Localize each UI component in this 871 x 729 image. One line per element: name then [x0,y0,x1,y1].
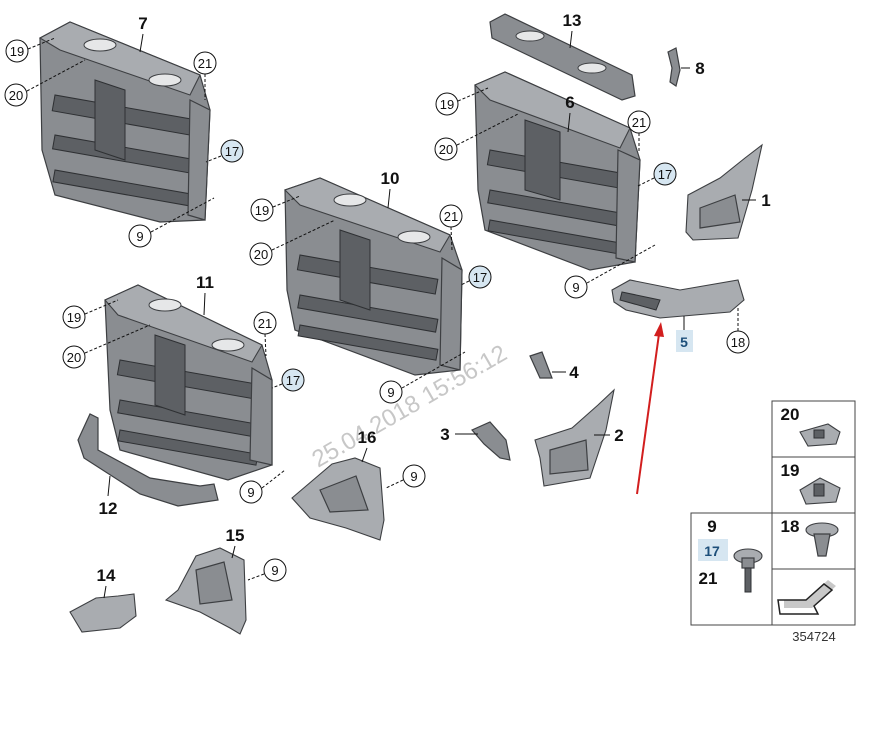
callout-20 [62,345,86,369]
callout-19 [250,198,274,222]
callout-19-text: 19 [10,44,24,59]
diagram-arrow-icon [777,580,836,615]
callout-9 [402,464,426,488]
assembly-10[interactable] [283,177,463,376]
callout-9-text: 9 [410,469,417,484]
part-2-label: 2 [614,426,623,445]
part-1[interactable] [685,143,763,241]
diagram-number: 354724 [792,629,835,644]
legend-17-highlight-box [698,539,728,561]
part-16[interactable] [291,457,385,541]
callout-9 [379,380,403,404]
callout-19 [62,305,86,329]
clip-nut-icon [799,423,841,447]
callout-20 [434,137,458,161]
callout-19-text: 19 [67,310,81,325]
callout-21-text: 21 [632,115,646,130]
callout-17-highlight [281,368,305,392]
red-arrow-indicator [636,322,664,495]
callout-20-text: 20 [254,247,268,262]
callout-17-text: 17 [473,270,487,285]
callout-21-text: 21 [258,316,272,331]
assembly-7-label: 7 [138,14,147,33]
callout-17-text: 17 [225,144,239,159]
part-8-label: 8 [695,59,704,78]
part-13-label: 13 [563,11,582,30]
part-5[interactable] [611,279,745,319]
callout-21-text: 21 [444,209,458,224]
callout-9 [239,480,263,504]
part-12[interactable] [77,413,219,507]
part-8[interactable] [667,47,681,87]
callout-9 [263,558,287,582]
callout-18-text: 18 [731,335,745,350]
part-4-label: 4 [569,363,579,382]
part-16-label: 16 [358,428,377,447]
part-14[interactable] [69,593,137,633]
assembly-6-label: 6 [565,93,574,112]
part-4[interactable] [529,351,553,379]
part-3-label: 3 [440,425,449,444]
callout-20-text: 20 [439,142,453,157]
callout-17-text: 17 [658,167,672,182]
part-15-label: 15 [226,526,245,545]
part-14-label: 14 [97,566,116,585]
callout-9-text: 9 [572,280,579,295]
fastener-legend-table: 20 19 9 17 21 18 [690,400,856,626]
part-13[interactable] [489,13,636,101]
legend-9-label: 9 [707,517,716,536]
legend-21-label: 21 [699,569,718,588]
assembly-11[interactable] [104,284,273,481]
assembly-7[interactable] [38,21,211,223]
callout-17-text: 17 [286,373,300,388]
callout-21-text: 21 [198,56,212,71]
screw-icon [733,548,763,593]
legend-20-label: 20 [781,405,800,424]
callout-19-text: 19 [255,203,269,218]
callout-9-text: 9 [247,485,254,500]
callout-9 [564,275,588,299]
part-12-label: 12 [99,499,118,518]
part-5-highlight-box [676,330,693,352]
callout-9-text: 9 [136,229,143,244]
callout-19 [5,39,29,63]
callout-17-highlight [653,162,677,186]
part-2[interactable] [534,388,615,487]
callout-20-text: 20 [67,350,81,365]
part-1-label: 1 [761,191,770,210]
legend-18-label: 18 [781,517,800,536]
expanding-rivet-icon [805,522,839,557]
legend-19-label: 19 [781,461,800,480]
callout-19 [435,92,459,116]
part-3[interactable] [471,421,511,461]
callout-9-text: 9 [387,385,394,400]
callout-9-text: 9 [271,563,278,578]
callout-17-highlight [468,265,492,289]
callout-9 [128,224,152,248]
assembly-11-label: 11 [196,273,214,292]
callout-20 [249,242,273,266]
assembly-6[interactable] [474,71,641,271]
part-15[interactable] [164,547,247,635]
spring-nut-icon [799,477,841,505]
callout-20 [4,83,28,107]
part-5-label: 5 [680,334,688,350]
callout-19-text: 19 [440,97,454,112]
callout-17-highlight [220,139,244,163]
callout-20-text: 20 [9,88,23,103]
legend-17-label: 17 [704,543,720,559]
assembly-10-label: 10 [381,169,400,188]
